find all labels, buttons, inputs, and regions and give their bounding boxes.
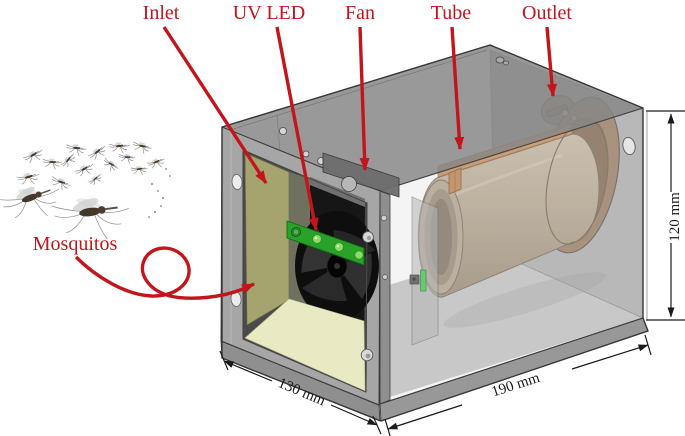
- fan-adapter-plate: [409, 196, 439, 346]
- top-seam: [276, 114, 281, 153]
- mosquitos-curl-arrow: [74, 246, 255, 300]
- front-module: [220, 126, 400, 406]
- label-mosquitos: Mosquitos: [33, 233, 118, 255]
- tube-arrow: [450, 26, 465, 150]
- module-side-bolt-1: [380, 214, 388, 222]
- label-outlet: Outlet: [522, 2, 572, 24]
- edge-front-bottom: [220, 340, 380, 406]
- inlet-panel-olive: [244, 152, 290, 326]
- led-bar-bolt-center: [294, 230, 298, 234]
- frame-bolt-5-center: [365, 353, 371, 359]
- mosquito-dot-trail: [148, 168, 171, 218]
- dimension-height: 120 mm: [646, 110, 685, 321]
- fan-hub-dot: [334, 263, 340, 269]
- uv-led-dome-3: [354, 250, 364, 260]
- uv-led-dome-2: [334, 242, 344, 252]
- dim130-tick-right: [372, 415, 382, 435]
- label-tube: Tube: [431, 2, 472, 24]
- dim190-tick-right: [644, 334, 652, 356]
- dim130-line-left: [223, 360, 273, 382]
- adapter-latch-green: [420, 269, 427, 292]
- inlet-arrow: [162, 26, 268, 184]
- dim190-line-right: [571, 344, 649, 370]
- dim130-tick-left: [219, 350, 229, 371]
- outlet-arrow: [545, 26, 557, 97]
- uv-led-arrow: [275, 26, 319, 231]
- uv-led-glint-1: [314, 236, 318, 240]
- device-illustration: [220, 44, 649, 422]
- box-silhouette: [221, 44, 649, 422]
- frame-bolt-4-center: [366, 235, 372, 241]
- dim120-label: 120 mm: [667, 192, 683, 242]
- dim130-line-right: [330, 404, 378, 426]
- adapter-knob-dot: [412, 277, 416, 281]
- edge-right-bottom: [379, 317, 644, 405]
- leader-arrows: [74, 26, 557, 300]
- fan-top-bracket: [322, 152, 400, 198]
- big-mosquito-1: [0, 179, 64, 224]
- top-screw: [495, 56, 505, 64]
- mosquito-swarm-icon: [0, 138, 171, 242]
- tube-shadow: [443, 272, 607, 328]
- uv-led-bar: [286, 220, 365, 266]
- label-uv-led: UV LED: [233, 2, 305, 24]
- uv-led-dome-1: [312, 234, 322, 244]
- label-fan: Fan: [345, 2, 375, 24]
- box-right-wall-glass: [380, 108, 643, 404]
- fan-arrow: [358, 26, 370, 171]
- module-side-bolt-2: [382, 274, 388, 280]
- top-inner-edge-1: [226, 49, 488, 132]
- dim190-tick-left: [384, 418, 391, 436]
- frame-bolt-2: [302, 150, 310, 158]
- label-inlet: Inlet: [143, 2, 180, 24]
- led-bar: [286, 220, 365, 266]
- uv-led-glint-2: [336, 244, 340, 248]
- module-side-return: [379, 190, 391, 405]
- frame-bolt-1: [278, 126, 288, 136]
- right-wall-hole: [622, 136, 636, 156]
- dim190-line-left: [387, 404, 463, 430]
- annotation-labels: Inlet UV LED Fan Tube Outlet Mosquitos: [33, 2, 573, 255]
- top-screw-shaft: [503, 60, 509, 66]
- bracket-notch: [341, 176, 357, 192]
- inlet-opening-frame: [242, 149, 368, 393]
- left-margin-hole-1: [231, 174, 243, 190]
